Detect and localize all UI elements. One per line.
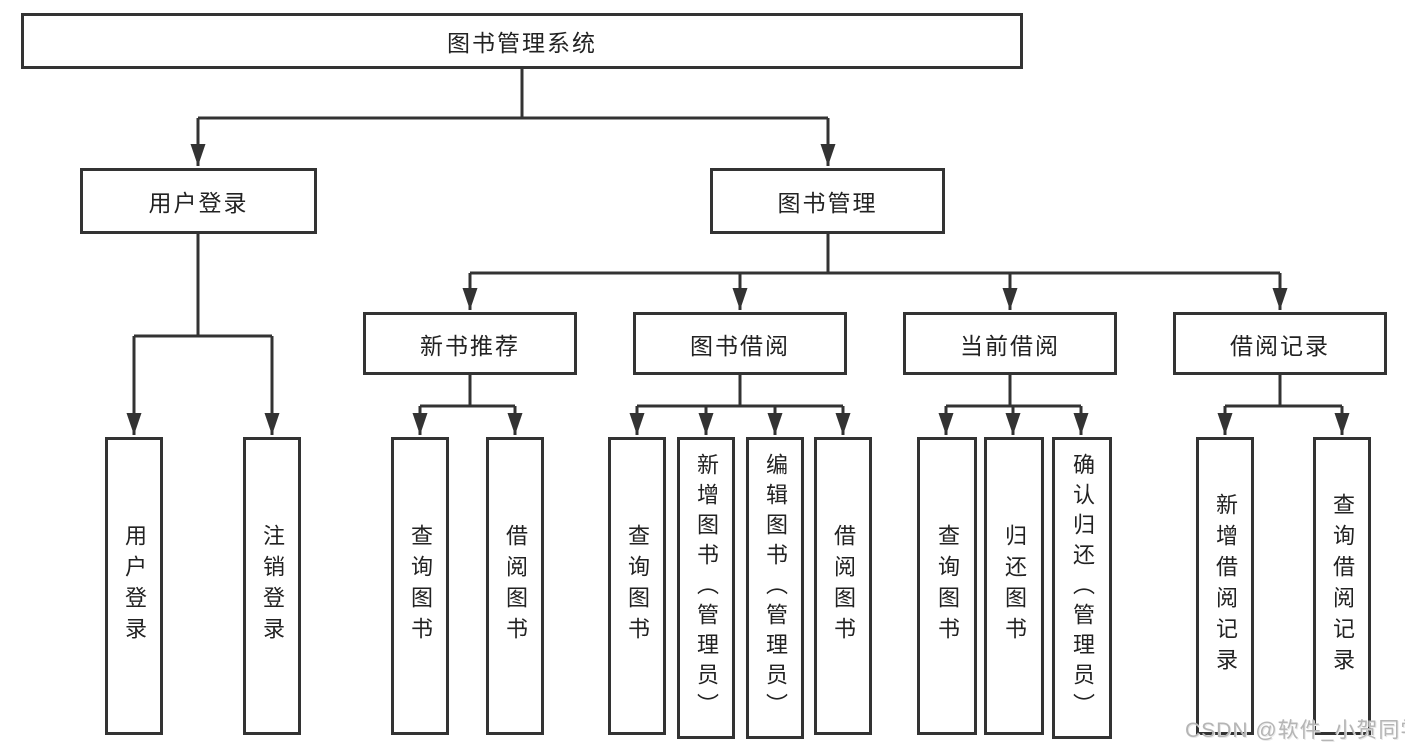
leaf-borrow-edit-books-admin: 编辑图书（管理员） [746,437,804,739]
leaf-current-confirm-return-admin: 确认归还（管理员） [1052,437,1112,739]
leaf-borrow-add-books-admin: 新增图书（管理员） [677,437,735,739]
node-book-management: 图书管理 [710,168,945,234]
leaf-newbook-query-books: 查询图书 [391,437,449,735]
node-book-borrowing: 图书借阅 [633,312,847,375]
node-borrowing-records: 借阅记录 [1173,312,1387,375]
node-current-borrowing: 当前借阅 [903,312,1117,375]
leaf-records-query-record: 查询借阅记录 [1313,437,1371,735]
leaf-records-add-record: 新增借阅记录 [1196,437,1254,735]
node-user-login: 用户登录 [80,168,317,234]
leaf-borrow-query-books: 查询图书 [608,437,666,735]
node-new-book-recommendation: 新书推荐 [363,312,577,375]
leaf-user-login: 用户登录 [105,437,163,735]
leaf-current-return-books: 归还图书 [984,437,1044,735]
leaf-logout: 注销登录 [243,437,301,735]
leaf-newbook-borrow-books: 借阅图书 [486,437,544,735]
leaf-current-query-books: 查询图书 [917,437,977,735]
leaf-borrow-borrow-books: 借阅图书 [814,437,872,735]
watermark: CSDN @软件_小贺同学 [1185,719,1405,742]
node-root: 图书管理系统 [21,13,1023,69]
